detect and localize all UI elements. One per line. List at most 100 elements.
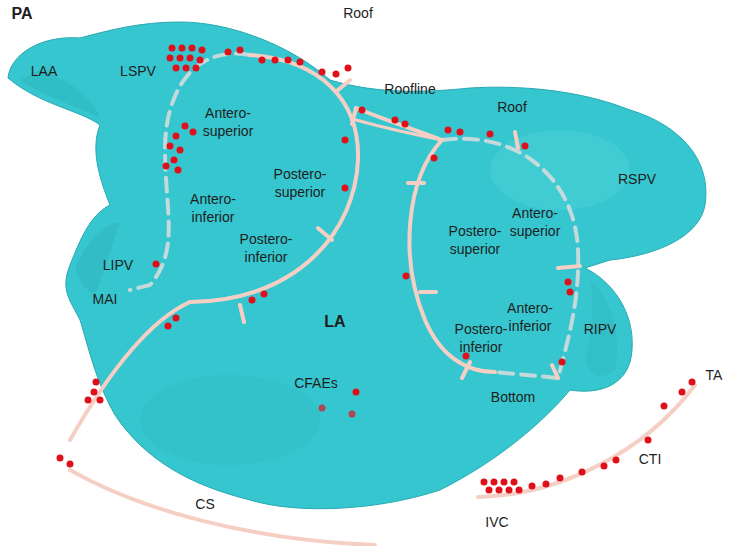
ablation-point bbox=[431, 155, 438, 162]
structure-label: LSPV bbox=[120, 63, 156, 81]
ablation-point bbox=[177, 55, 184, 62]
ablation-point bbox=[506, 487, 513, 494]
ablation-point bbox=[613, 457, 620, 464]
ablation-point bbox=[173, 133, 180, 140]
ablation-point bbox=[349, 411, 356, 418]
view-label: PA bbox=[11, 4, 32, 24]
ablation-point bbox=[529, 483, 536, 490]
region-label: Roof bbox=[497, 99, 527, 117]
ablation-point bbox=[342, 137, 349, 144]
ablation-point bbox=[199, 47, 206, 54]
ablation-point bbox=[93, 379, 100, 386]
ablation-point bbox=[177, 147, 184, 154]
ablation-point bbox=[187, 55, 194, 62]
roof-line bbox=[356, 120, 442, 140]
ablation-point bbox=[645, 437, 652, 444]
region-label: CFAEs bbox=[294, 375, 338, 393]
region-label: Roof bbox=[343, 5, 373, 23]
ablation-point bbox=[91, 389, 98, 396]
body-highlight bbox=[490, 130, 630, 210]
ablation-point bbox=[601, 463, 608, 470]
ablation-point bbox=[522, 143, 529, 150]
chamber-label: LA bbox=[324, 312, 345, 332]
ablation-point bbox=[319, 405, 326, 412]
ablation-point bbox=[481, 479, 488, 486]
ablation-point bbox=[333, 71, 340, 78]
ablation-point bbox=[189, 45, 196, 52]
structure-label: IVC bbox=[485, 514, 508, 532]
ablation-point bbox=[486, 487, 493, 494]
cti-arc bbox=[478, 385, 695, 497]
ablation-point bbox=[85, 397, 92, 404]
segment-label: Postero- inferior bbox=[455, 321, 508, 356]
ablation-point bbox=[173, 315, 180, 322]
anterior-dashed-line bbox=[130, 54, 250, 290]
cs-arc bbox=[70, 470, 375, 545]
tick-marks bbox=[240, 80, 580, 378]
line-label: CTI bbox=[639, 451, 662, 469]
segment-label: Antero- inferior bbox=[190, 191, 236, 226]
ablation-point bbox=[165, 323, 172, 330]
ablation-point bbox=[163, 163, 170, 170]
ablation-point bbox=[543, 481, 550, 488]
ablation-point bbox=[557, 475, 564, 482]
ablation-point bbox=[679, 389, 686, 396]
ablation-point bbox=[225, 49, 232, 56]
ablation-point bbox=[457, 129, 464, 136]
ablation-point bbox=[516, 487, 523, 494]
roofline bbox=[356, 108, 442, 140]
structure-label: TA bbox=[706, 367, 723, 385]
ablation-point bbox=[297, 59, 304, 66]
ablation-point bbox=[259, 57, 266, 64]
ablation-point bbox=[661, 403, 668, 410]
ablation-point bbox=[190, 129, 197, 136]
structure-label: CS bbox=[195, 496, 214, 514]
ablation-point bbox=[689, 379, 696, 386]
ablation-point bbox=[487, 131, 494, 138]
ablation-point bbox=[169, 45, 176, 52]
structure-label: RIPV bbox=[584, 321, 617, 339]
region-label: Bottom bbox=[491, 389, 535, 407]
ablation-point bbox=[567, 289, 574, 296]
ablation-point bbox=[496, 487, 503, 494]
ablation-point bbox=[345, 65, 352, 72]
structure-label: LAA bbox=[31, 63, 57, 81]
ablation-point bbox=[57, 455, 64, 462]
ablation-lines bbox=[70, 54, 695, 545]
ablation-point bbox=[445, 127, 452, 134]
ablation-point bbox=[342, 185, 349, 192]
segment-label: Postero- superior bbox=[449, 223, 502, 258]
structure-label: LIPV bbox=[103, 257, 133, 275]
ablation-point bbox=[167, 55, 174, 62]
ablation-point bbox=[167, 143, 174, 150]
ablation-point bbox=[173, 65, 180, 72]
ablation-point bbox=[67, 461, 74, 468]
mitral-isthmus-line bbox=[70, 302, 190, 440]
ablation-point bbox=[392, 117, 399, 124]
ablation-point bbox=[319, 69, 326, 76]
segment-label: Postero- inferior bbox=[240, 231, 293, 266]
ablation-point bbox=[579, 469, 586, 476]
segment-label: Postero- superior bbox=[274, 166, 327, 201]
ablation-point bbox=[402, 121, 409, 128]
structure-label: RSPV bbox=[618, 171, 656, 189]
ablation-point bbox=[285, 57, 292, 64]
ablation-point bbox=[237, 47, 244, 54]
ablation-point bbox=[153, 261, 160, 268]
posterior-ablation-line bbox=[190, 55, 358, 302]
ablation-point bbox=[501, 479, 508, 486]
ablation-point bbox=[197, 57, 204, 64]
ablation-point bbox=[179, 45, 186, 52]
ablation-point bbox=[272, 57, 279, 64]
ablation-point bbox=[565, 279, 572, 286]
atrium-body bbox=[8, 22, 706, 509]
segment-label: Antero- superior bbox=[203, 105, 254, 140]
ablation-point bbox=[175, 167, 182, 174]
ablation-point bbox=[511, 479, 518, 486]
ablation-point bbox=[491, 479, 498, 486]
ablation-points bbox=[57, 45, 696, 494]
atrium-shape bbox=[8, 22, 706, 509]
ablation-point bbox=[171, 157, 178, 164]
ablation-point bbox=[353, 389, 360, 396]
